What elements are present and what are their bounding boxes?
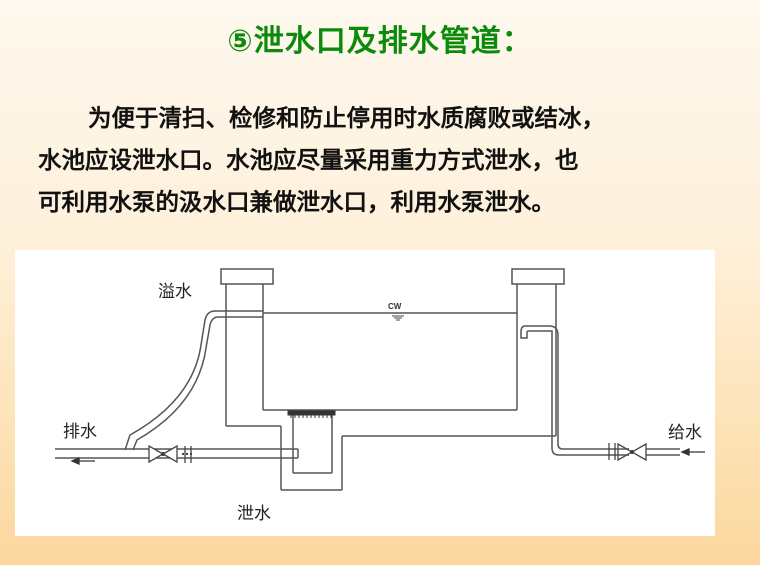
supply-label: 给水: [668, 423, 702, 443]
water-tank-drain-diagram: CW 溢水 排水 泄水 给水: [15, 250, 715, 536]
slide-paragraph: 为便于清扫、检修和防止停用时水质腐败或结冰， 水池应设泄水口。水池应尽量采用重力…: [38, 97, 758, 223]
water-level-label: CW: [388, 302, 402, 311]
discharge-label: 泄水: [237, 504, 271, 524]
pipe-union-icon: [182, 446, 194, 463]
gate-valve-icon: [148, 444, 178, 464]
overflow-label: 溢水: [158, 282, 192, 302]
left-riser-cap: [220, 268, 274, 285]
gate-valve-icon: [617, 442, 647, 462]
sump-grating: [287, 410, 336, 418]
pipe-union-icon: [608, 443, 616, 460]
paragraph-line: 水池应设泄水口。水池应尽量采用重力方式泄水，也: [38, 146, 579, 174]
slide-title: ⑤泄水口及排水管道：: [227, 24, 533, 59]
water-level-icon: [392, 315, 404, 321]
right-riser-cap: [511, 268, 565, 285]
flow-arrow-icon: [680, 448, 705, 456]
paragraph-line: 可利用水泵的汲水口兼做泄水口，利用水泵泄水。: [38, 188, 555, 216]
flow-arrow-icon: [70, 457, 95, 465]
tank-schematic: [55, 268, 705, 491]
paragraph-line: 为便于清扫、检修和防止停用时水质腐败或结冰，: [88, 104, 605, 132]
drain-label: 排水: [63, 422, 97, 442]
